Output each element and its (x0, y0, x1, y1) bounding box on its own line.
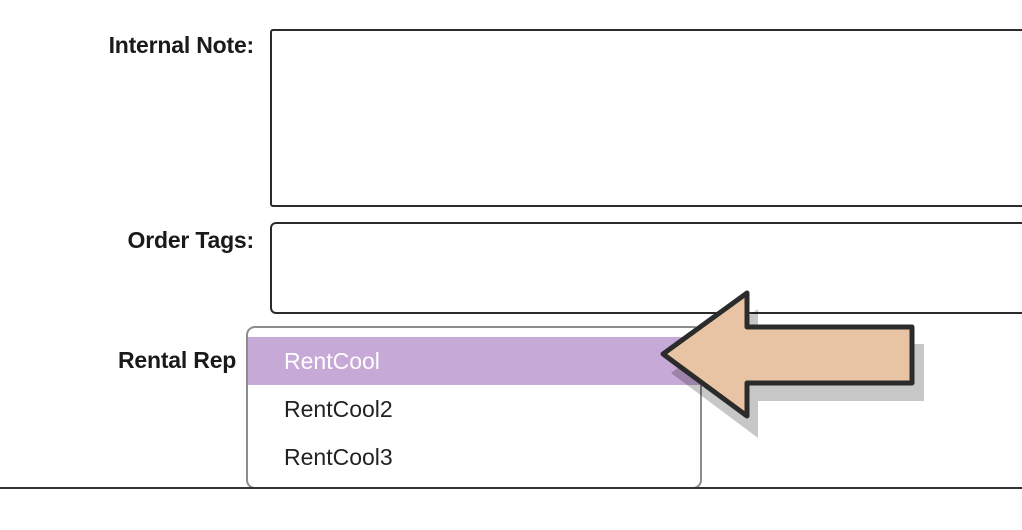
rental-rep-option-rentcool3[interactable]: RentCool3 (284, 444, 393, 470)
left-arrow-shadow (671, 309, 924, 438)
section-divider (0, 487, 1022, 489)
rental-rep-option-rentcool[interactable]: RentCool (248, 337, 700, 385)
rental-rep-option-rentcool2[interactable]: RentCool2 (284, 396, 393, 422)
rental-rep-label: Rental Rep (118, 347, 237, 373)
rental-rep-dropdown[interactable]: RentCool RentCool2 RentCool3 (246, 326, 702, 489)
internal-note-label: Internal Note: (108, 32, 255, 58)
rental-rep-options: RentCool RentCool2 RentCool3 (248, 337, 700, 481)
internal-note-textarea[interactable] (270, 29, 1022, 207)
order-tags-input[interactable] (270, 222, 1022, 314)
order-tags-label: Order Tags: (127, 227, 255, 253)
